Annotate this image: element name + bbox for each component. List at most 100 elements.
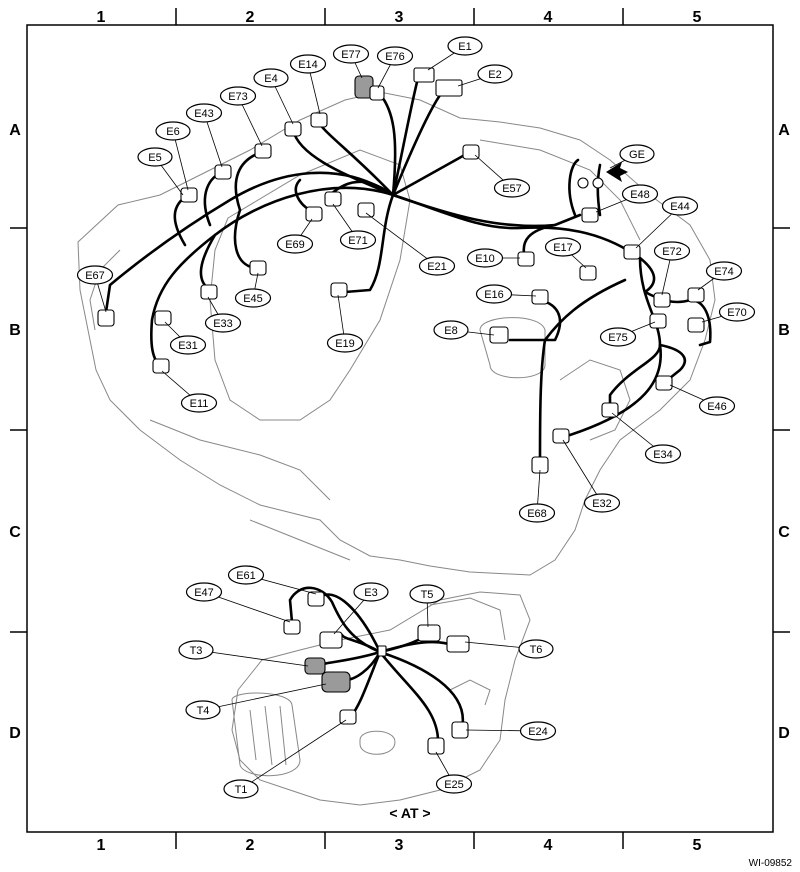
callout-E61: E61	[227, 565, 317, 595]
callout-label: E48	[630, 189, 650, 201]
leader-line	[195, 649, 309, 667]
connector-E43	[214, 164, 232, 180]
callout-label: T6	[530, 644, 543, 656]
callout-T1: T1	[223, 719, 347, 799]
callout-oval	[376, 46, 414, 66]
arrow-icon	[606, 162, 628, 182]
col-label-top: 5	[693, 9, 702, 26]
figure-code: WI-09852	[749, 858, 793, 869]
callout-oval	[661, 196, 699, 216]
callout-label: E1	[458, 41, 471, 53]
callout-label: E74	[714, 266, 734, 278]
connector-T1	[339, 709, 357, 725]
callout-oval	[619, 144, 655, 164]
callout-E57: E57	[474, 154, 531, 198]
col-label-top: 1	[97, 9, 106, 26]
callout-E47: E47	[185, 582, 291, 623]
callout-oval	[353, 582, 389, 602]
connector-E71	[324, 191, 342, 207]
callout-E45: E45	[234, 272, 272, 308]
row-label-left: A	[9, 122, 21, 139]
callout-oval	[219, 86, 257, 106]
callout-oval	[223, 779, 259, 799]
callout-oval	[435, 774, 473, 794]
callout-oval	[475, 284, 513, 304]
connector-T4	[321, 671, 351, 693]
callout-oval	[178, 640, 214, 660]
callout-oval	[180, 393, 218, 413]
callout-oval	[289, 54, 327, 74]
callout-oval	[137, 147, 173, 167]
connector-E6	[180, 187, 198, 203]
callout-label: E75	[608, 332, 628, 344]
callout-oval	[718, 302, 756, 322]
row-label-left: B	[9, 322, 21, 339]
callout-oval	[326, 333, 364, 353]
col-label-bottom: 2	[246, 837, 255, 854]
callout-E2: E2	[457, 64, 513, 87]
callout-oval	[276, 234, 314, 254]
callout-oval	[519, 721, 557, 741]
callout-label: GE	[629, 149, 645, 161]
connector-GE-1	[577, 177, 589, 189]
callout-E31: E31	[164, 321, 207, 355]
callout-label: E10	[475, 253, 495, 265]
callout-GE: GE	[609, 144, 655, 169]
connector-E48	[581, 207, 599, 223]
callout-label: E6	[166, 126, 179, 138]
connector-E1	[413, 67, 435, 83]
callout-label: E73	[228, 91, 248, 103]
connector-E19	[330, 282, 348, 298]
connector-E4	[284, 121, 302, 137]
callout-E46: E46	[669, 384, 736, 416]
row-label-left: C	[9, 524, 21, 541]
connector-E69	[305, 206, 323, 222]
callout-E70: E70	[701, 302, 756, 323]
callout-oval	[518, 503, 556, 523]
callout-oval	[544, 237, 582, 257]
clamp-marker	[377, 645, 387, 657]
callout-E68: E68	[518, 469, 556, 523]
callout-oval	[621, 184, 659, 204]
callout-E67: E67	[76, 265, 114, 313]
callout-label: E21	[427, 261, 447, 273]
connector-E72	[653, 292, 671, 308]
callout-E44: E44	[635, 196, 699, 249]
callout-oval	[185, 700, 221, 720]
callout-label: E72	[662, 246, 682, 258]
connector-E31	[154, 310, 172, 326]
callout-E16: E16	[475, 284, 537, 304]
callout-label: E33	[213, 318, 233, 330]
callout-E1: E1	[427, 36, 483, 71]
callout-label: E14	[298, 59, 318, 71]
callout-label: E43	[194, 108, 214, 120]
connector-E17	[579, 265, 597, 281]
callout-E8: E8	[433, 320, 495, 340]
col-label-top: 4	[544, 9, 553, 26]
connector-E34	[601, 402, 619, 418]
grid-frame	[10, 8, 790, 849]
connector-GE-2	[592, 177, 604, 189]
callout-E14: E14	[289, 54, 327, 115]
callout-oval	[227, 565, 265, 585]
callout-oval	[466, 248, 504, 268]
callout-oval	[477, 64, 513, 84]
connector-E16	[531, 289, 549, 305]
callout-T4: T4	[185, 683, 327, 720]
callout-label: E17	[553, 242, 573, 254]
callout-oval	[155, 121, 191, 141]
callout-oval	[253, 68, 289, 88]
callout-E33: E33	[204, 296, 242, 333]
callout-label: T1	[235, 784, 248, 796]
callout-E32: E32	[562, 439, 621, 513]
leader-line	[562, 439, 603, 504]
col-label-bottom: 5	[693, 837, 702, 854]
callout-label: E45	[243, 293, 263, 305]
callout-label: E34	[653, 449, 673, 461]
callout-label: E71	[348, 235, 368, 247]
connector-E33	[200, 284, 218, 300]
callout-E76: E76	[376, 46, 414, 89]
callout-label: T5	[421, 589, 434, 601]
callout-E6: E6	[155, 121, 191, 191]
callout-E11: E11	[161, 370, 218, 413]
